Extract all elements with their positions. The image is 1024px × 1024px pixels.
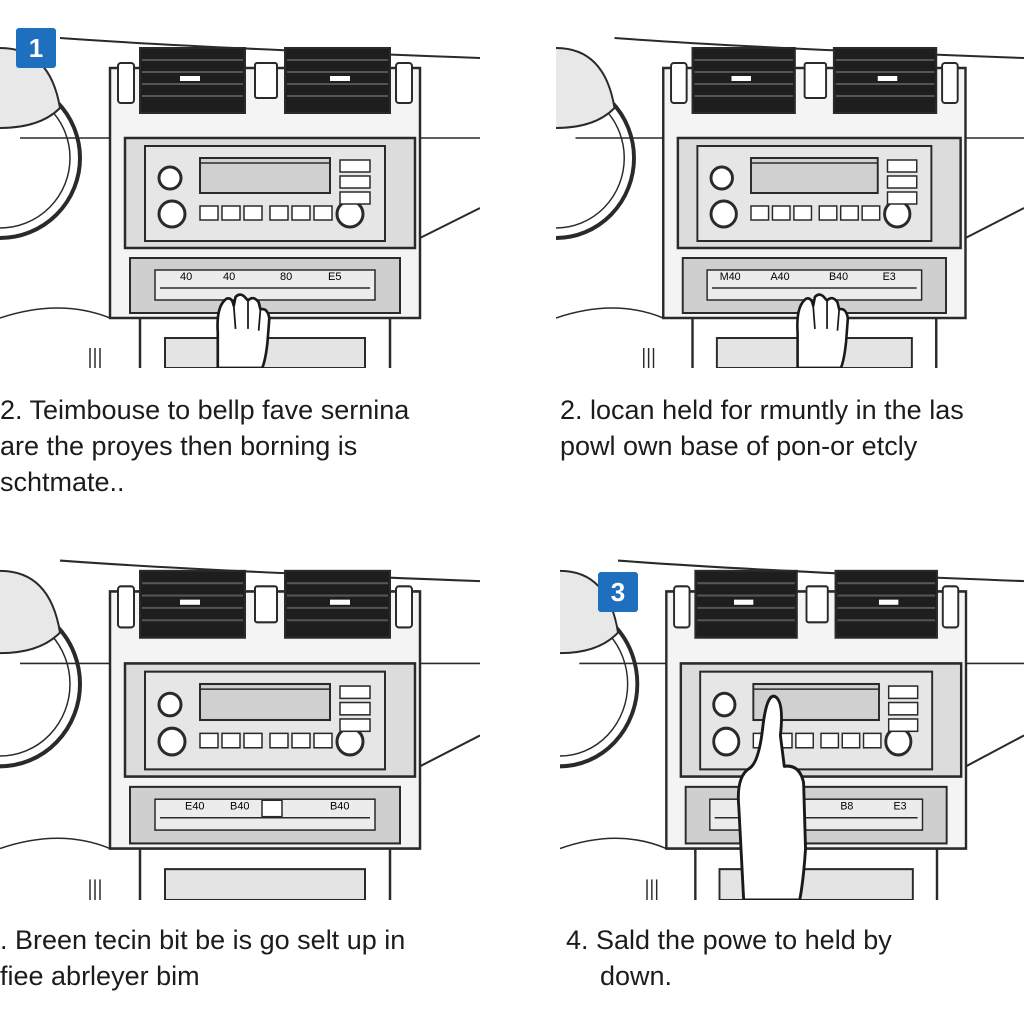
step-2-illustration: M40 A40 B40 E3 <box>556 18 1024 368</box>
step-4-button-label: B8 <box>840 800 853 812</box>
caption-line: 4. Sald the powe to held by <box>566 925 892 955</box>
caption-line: powl own base of pon-or etcly <box>560 431 918 461</box>
step-1-button-label: 40 <box>180 271 192 283</box>
step-1-button-label: 40 <box>223 271 235 283</box>
step-2-button-label: E3 <box>883 271 896 283</box>
step-caption: 2. locan held for rmuntly in the las pow… <box>560 392 964 464</box>
step-3-button-label: E40 <box>185 800 205 812</box>
caption-line: are the proyes then borning is <box>0 431 358 461</box>
step-caption: 4. Sald the powe to held by down. <box>566 922 892 994</box>
step-caption: . Breen tecin bit be is go selt up in fi… <box>0 922 405 994</box>
caption-line: schtmate.. <box>0 467 125 497</box>
step-1-button-label: 80 <box>280 271 292 283</box>
step-badge: 1 <box>16 28 56 68</box>
step-1-illustration: 40 40 80 E5 <box>0 18 480 368</box>
step-caption: 2. Teimbouse to bellp fave sernina are t… <box>0 392 409 500</box>
caption-line: 2. locan held for rmuntly in the las <box>560 395 964 425</box>
caption-line: 2. Teimbouse to bellp fave sernina <box>0 395 410 425</box>
step-4-illustration: B8 E3 <box>560 540 1024 900</box>
caption-line: . Breen tecin bit be is go selt up in <box>0 925 406 955</box>
step-1-button-label: E5 <box>328 271 341 283</box>
step-3-button-label: B40 <box>330 800 350 812</box>
step-2-button-label: M40 <box>720 271 741 283</box>
caption-line: fiee abrleyer bim <box>0 961 200 991</box>
step-badge: 3 <box>598 572 638 612</box>
step-4-button-label: E3 <box>894 800 907 812</box>
step-2-button-label: B40 <box>829 271 848 283</box>
step-3-illustration: E40 B40 B40 <box>0 540 480 900</box>
step-2-button-label: A40 <box>771 271 790 283</box>
step-3-button-label: B40 <box>230 800 250 812</box>
caption-line: down. <box>600 961 673 991</box>
